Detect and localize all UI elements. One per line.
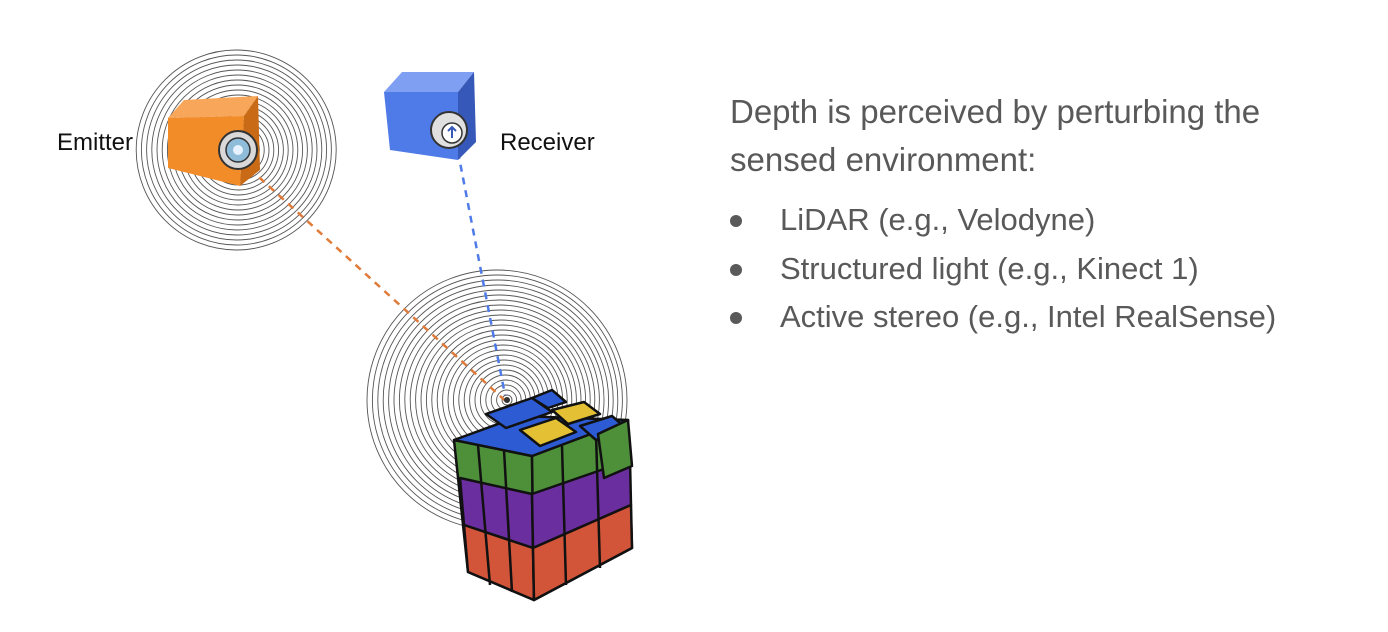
receiver-label: Receiver [500, 129, 595, 156]
list-item-text: Active stereo (e.g., Intel RealSense) [780, 299, 1277, 334]
list-item: LiDAR (e.g., Velodyne) [730, 196, 1370, 245]
emitter-label: Emitter [57, 129, 134, 156]
bullet-dot-icon [730, 312, 742, 324]
list-item: Active stereo (e.g., Intel RealSense) [730, 293, 1370, 342]
wave-ring [166, 79, 308, 221]
wave-ring [140, 54, 332, 246]
wave-ring [151, 64, 323, 236]
emitted-ray-path [239, 159, 511, 406]
bullet-dot-icon [730, 263, 742, 276]
bullet-dot-icon [730, 215, 742, 227]
bullet-list: LiDAR (e.g., Velodyne) Structured light … [730, 196, 1370, 342]
wave-ring [156, 69, 318, 231]
received-ray-path [456, 151, 507, 396]
emitter-device [168, 96, 260, 186]
slide-heading: Depth is perceived by perturbing the sen… [730, 93, 1261, 178]
rubiks-cube-target [452, 388, 634, 602]
list-item: Structured light (e.g., Kinect 1) [730, 245, 1370, 294]
list-item-text: Structured light (e.g., Kinect 1) [780, 250, 1199, 286]
active-sensing-diagram [135, 49, 634, 602]
reflection-point [504, 397, 510, 403]
list-item-text: LiDAR (e.g., Velodyne) [780, 202, 1096, 237]
wave-ring [501, 394, 513, 406]
wave-ring [146, 59, 328, 241]
receiver-device [384, 72, 476, 160]
text-panel: Depth is perceived by perturbing the sen… [730, 88, 1370, 342]
wave-ring [161, 74, 313, 226]
wave-ring [135, 49, 337, 251]
